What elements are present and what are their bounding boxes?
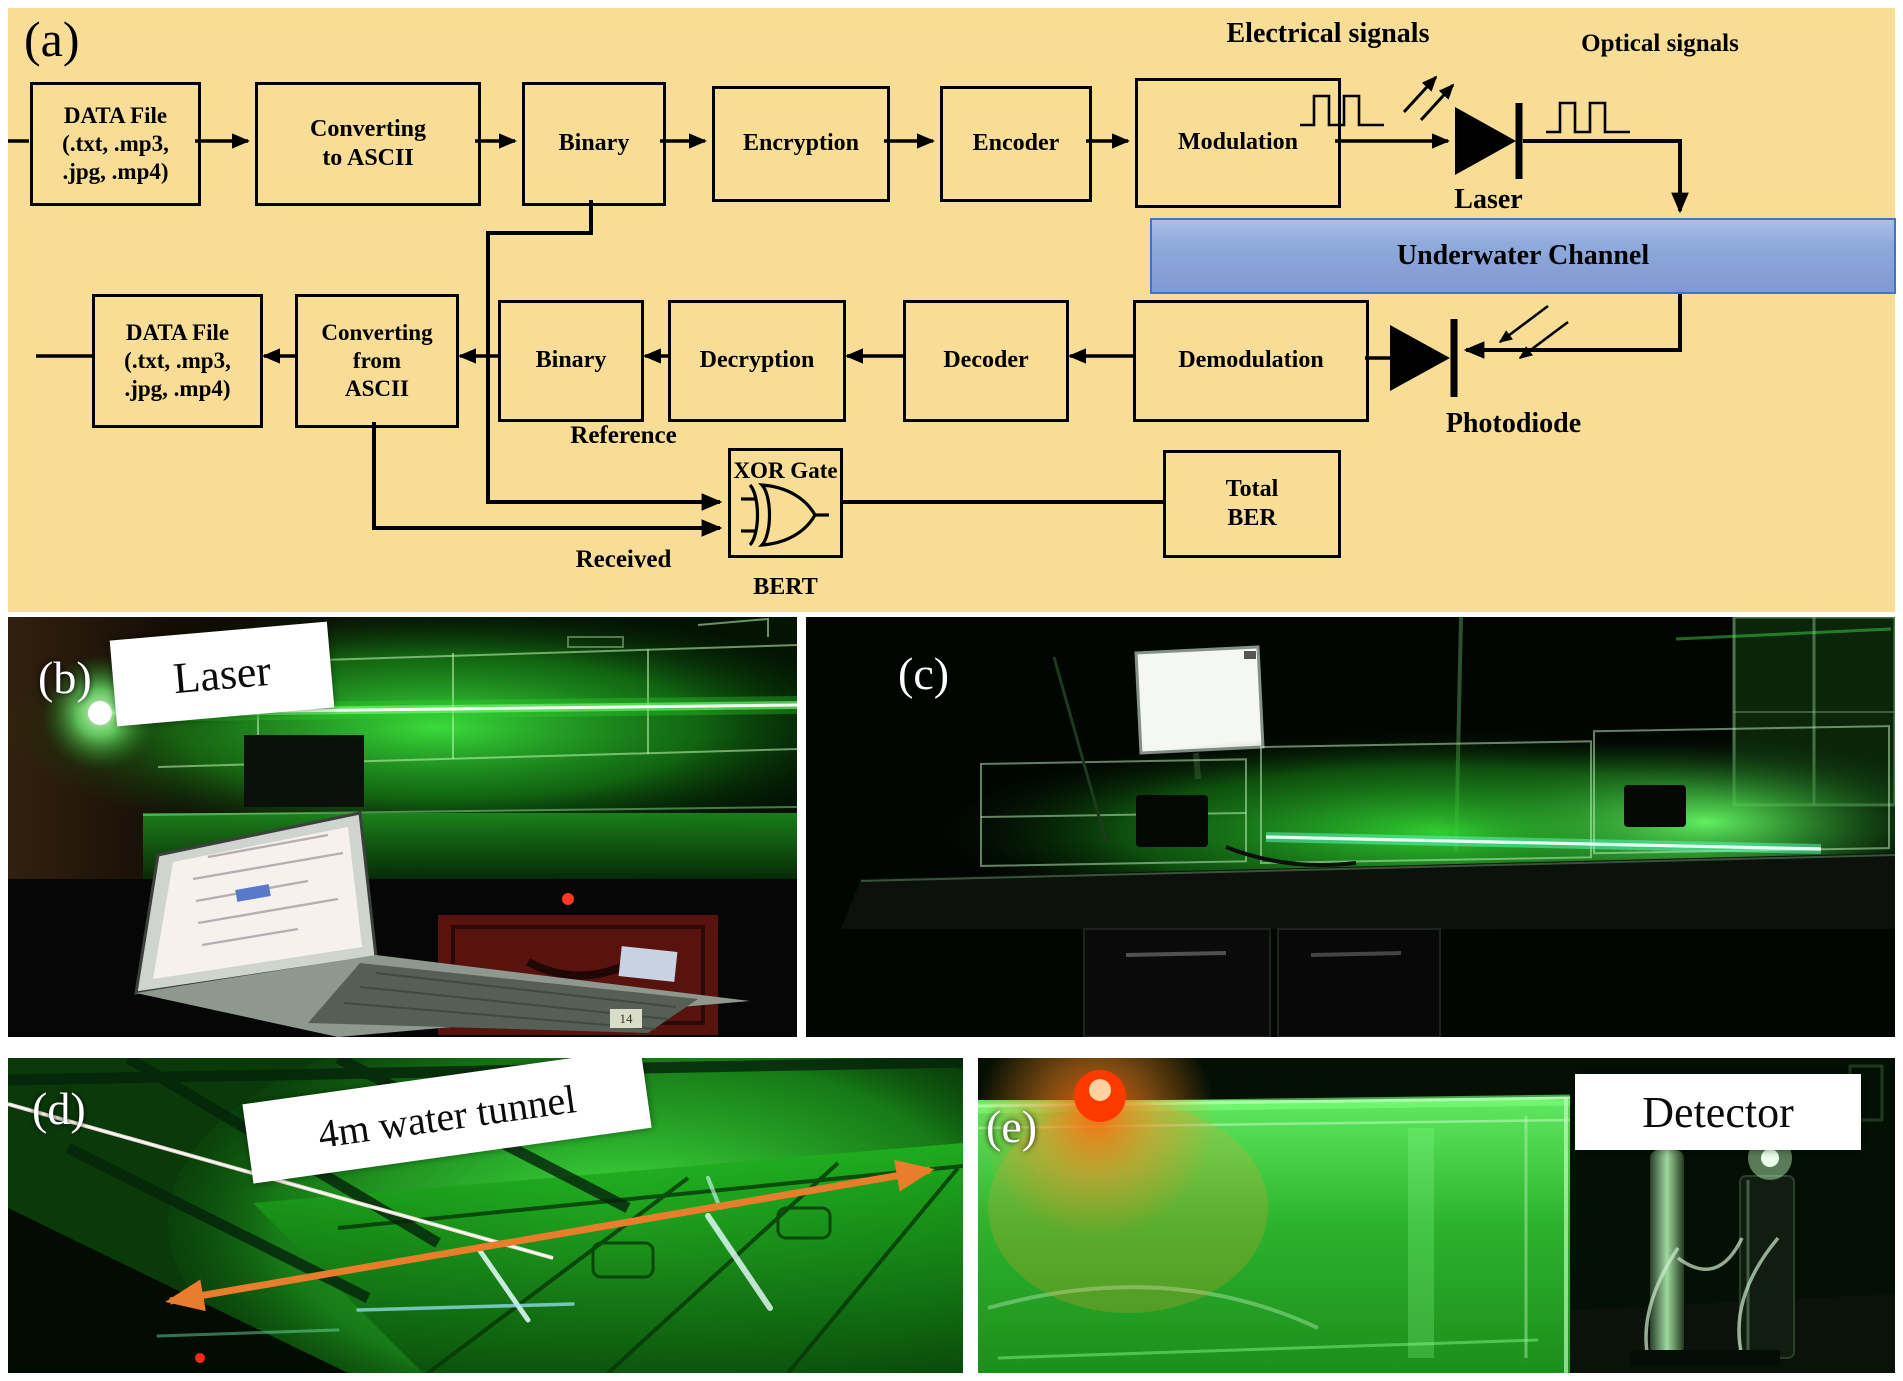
optical-pulse-icon bbox=[1546, 101, 1630, 134]
laser-mount bbox=[244, 735, 364, 807]
panel-d-photo: (d) 4m water tunnel bbox=[8, 1058, 963, 1373]
screen-content bbox=[192, 833, 344, 947]
emission-arrows-icon bbox=[1402, 75, 1455, 122]
box-converting-to-ascii: Converting to ASCII bbox=[255, 82, 481, 206]
four-meter-arrow-icon bbox=[165, 1159, 935, 1312]
detector-label-plaque: Detector bbox=[1575, 1074, 1861, 1150]
laser-diode-icon bbox=[1455, 103, 1523, 179]
channel-to-photodiode-line bbox=[1463, 290, 1682, 359]
label-bert: BERT bbox=[753, 573, 818, 600]
cables bbox=[1644, 1236, 1780, 1359]
diagram-connectors bbox=[8, 75, 1689, 547]
label-laser: Laser bbox=[1454, 184, 1523, 215]
bench-front bbox=[841, 853, 1895, 929]
keyboard bbox=[308, 963, 698, 1033]
label-reference: Reference bbox=[570, 422, 677, 449]
box-converting-from-ascii: Converting from ASCII bbox=[295, 294, 459, 428]
box-demodulation: Demodulation bbox=[1133, 300, 1369, 422]
reference-line bbox=[486, 200, 723, 511]
label-photodiode: Photodiode bbox=[1445, 408, 1582, 439]
red-glow bbox=[978, 1058, 1216, 1238]
laptop bbox=[134, 811, 750, 1037]
cabinets bbox=[1083, 928, 1441, 1037]
laser-to-channel-line bbox=[1523, 139, 1689, 214]
drawer-number-tag: 14 bbox=[610, 1009, 642, 1028]
box-encoder: Encoder bbox=[940, 86, 1092, 202]
laser-beam bbox=[1265, 832, 1822, 854]
received-line bbox=[372, 422, 723, 537]
panel-b-photo: (b) Laser 14 bbox=[8, 617, 797, 1037]
indicator-led bbox=[562, 893, 574, 905]
cable bbox=[1052, 656, 1108, 843]
photodiode-icon bbox=[1365, 319, 1458, 397]
panel-e-photo: (e) Detector bbox=[978, 1058, 1895, 1373]
label-electrical-signals: Electrical signals bbox=[1226, 18, 1430, 49]
laptop-sticker bbox=[618, 946, 678, 982]
box-data-file-tx: DATA File (.txt, .mp3, .jpg, .mp4) bbox=[30, 82, 201, 206]
box-decoder: Decoder bbox=[903, 300, 1069, 422]
screen-button bbox=[235, 884, 271, 902]
wall-light-streak bbox=[1675, 627, 1892, 641]
box-binary-tx: Binary bbox=[522, 82, 666, 206]
box-total-ber: Total BER bbox=[1163, 450, 1341, 558]
panel-a-letter: (a) bbox=[24, 11, 80, 67]
panel-e-letter: (e) bbox=[986, 1101, 1038, 1152]
panel-d-letter: (d) bbox=[32, 1083, 86, 1134]
label-received: Received bbox=[575, 546, 672, 573]
box-xor-gate: XOR Gate bbox=[728, 448, 843, 558]
box-underwater-channel: Underwater Channel bbox=[1150, 218, 1896, 294]
box-encryption: Encryption bbox=[712, 86, 890, 202]
lab-overview-scene bbox=[806, 617, 1895, 1037]
box-data-file-rx: DATA File (.txt, .mp3, .jpg, .mp4) bbox=[92, 294, 263, 428]
xor-gate-icon bbox=[741, 483, 829, 547]
red-led bbox=[195, 1353, 205, 1363]
electrical-pulse-icon bbox=[1300, 94, 1384, 127]
incident-light-icon bbox=[1498, 304, 1569, 360]
box-decryption: Decryption bbox=[668, 300, 846, 422]
panel-a-diagram: (a) DATA File (.txt, .mp3, .jpg, .mp4) C… bbox=[8, 8, 1896, 612]
panel-c-letter: (c) bbox=[898, 648, 950, 699]
panel-c-photo: (c) bbox=[806, 617, 1895, 1037]
panel-b-letter: (b) bbox=[38, 652, 92, 703]
laser-source-core bbox=[88, 701, 112, 725]
box-modulation: Modulation bbox=[1135, 78, 1341, 208]
label-optical-signals: Optical signals bbox=[1581, 30, 1739, 57]
box-binary-rx: Binary bbox=[498, 300, 644, 422]
warm-haze bbox=[988, 1103, 1268, 1313]
bench-edge bbox=[142, 806, 797, 816]
red-lamp-core bbox=[1089, 1079, 1111, 1101]
